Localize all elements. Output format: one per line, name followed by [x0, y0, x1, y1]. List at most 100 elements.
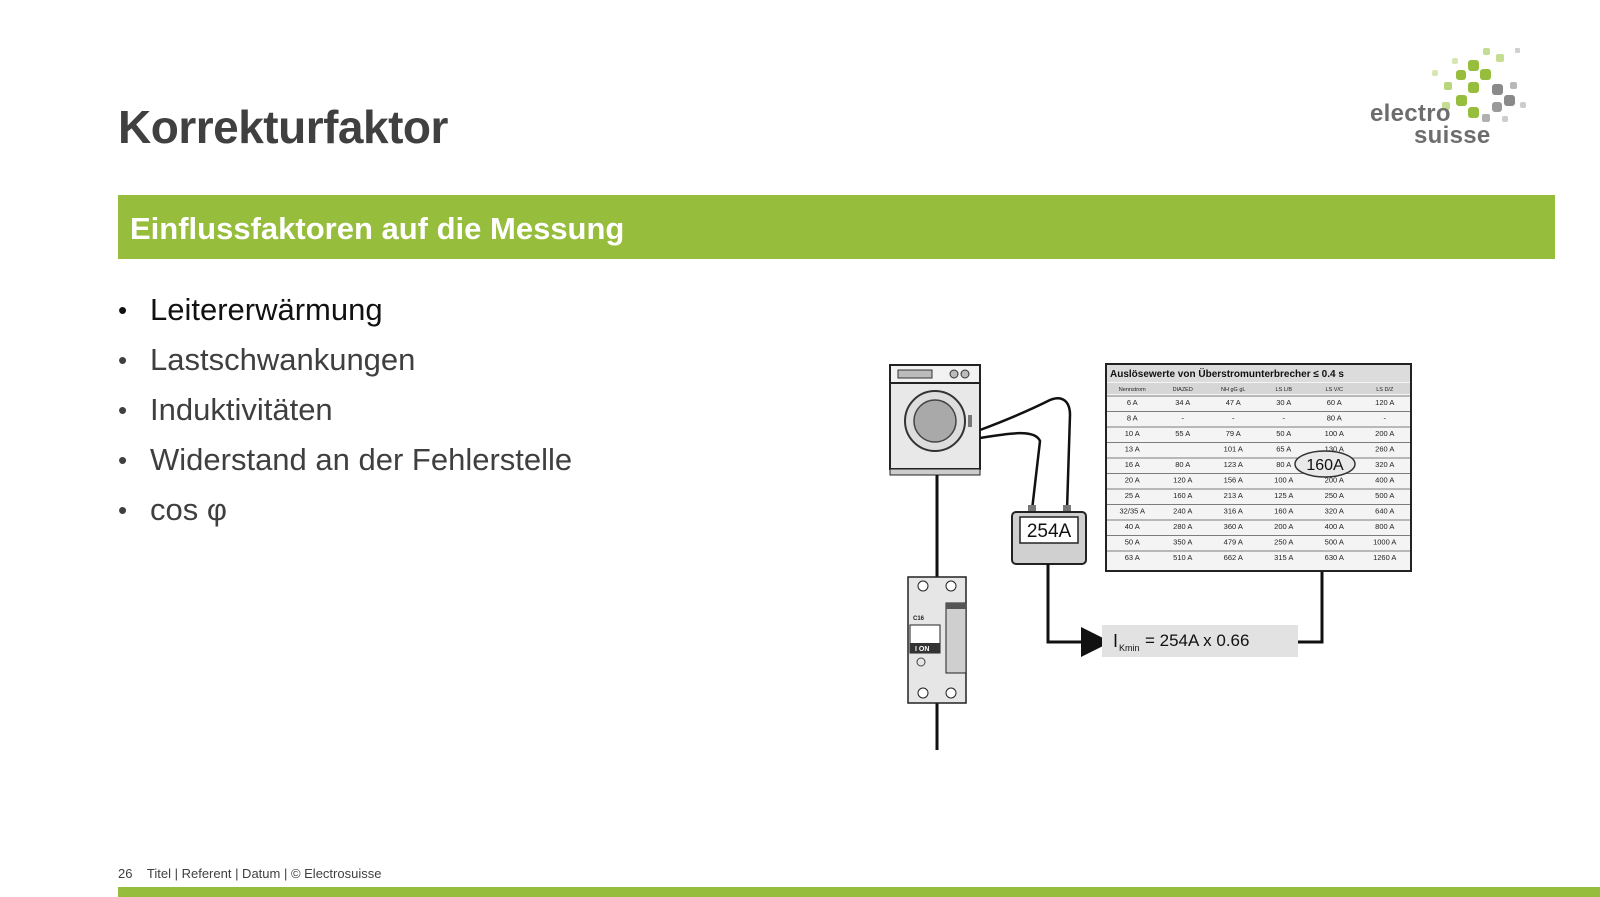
table-cell: 213 A: [1224, 491, 1243, 500]
bullet-item: •Leitererwärmung: [118, 290, 572, 340]
bullet-item: •Induktivitäten: [118, 390, 572, 440]
table-cell: 40 A: [1125, 522, 1140, 531]
table-cell: 101 A: [1224, 445, 1243, 454]
table-cell: 10 A: [1125, 429, 1140, 438]
table-cell: 510 A: [1173, 553, 1192, 562]
table-cell: 315 A: [1274, 553, 1293, 562]
table-cell: 6 A: [1127, 398, 1138, 407]
table-cell: 360 A: [1224, 522, 1243, 531]
table-cell: 130 A: [1325, 445, 1344, 454]
formula-symbol: I: [1113, 631, 1118, 651]
breaker-rating: C16: [913, 616, 925, 622]
table-cell: 260 A: [1375, 445, 1394, 454]
washing-machine-icon: [889, 364, 981, 476]
table-cell: 60 A: [1327, 398, 1342, 407]
table-cell: 47 A: [1226, 398, 1241, 407]
table-cell: 250 A: [1274, 538, 1293, 547]
bullet-item: •cos φ: [118, 490, 572, 540]
footer-text: 26 Titel | Referent | Datum | © Electros…: [118, 866, 381, 881]
table-cell: 34 A: [1175, 398, 1190, 407]
circuit-breaker-icon: C16 I ON: [907, 576, 967, 704]
table-cell: 400 A: [1375, 476, 1394, 485]
table-cell: 400 A: [1325, 522, 1344, 531]
table-cell: 125 A: [1274, 491, 1293, 500]
table-header-cell: DIAZED: [1173, 387, 1193, 393]
table-cell: 630 A: [1325, 553, 1344, 562]
table-cell: 100 A: [1325, 429, 1344, 438]
table-cell: 500 A: [1375, 491, 1394, 500]
formula-box: I Kmin = 254A x 0.66: [1102, 625, 1298, 657]
table-cell: 16 A: [1125, 460, 1140, 469]
table-cell: 640 A: [1375, 507, 1394, 516]
table-cell: -: [1232, 414, 1235, 423]
table-header-cell: LS L/B: [1275, 387, 1292, 393]
table-cell: 55 A: [1175, 429, 1190, 438]
table-cell: 240 A: [1173, 507, 1192, 516]
table-cell: 320 A: [1325, 507, 1344, 516]
page-number: 26: [118, 866, 133, 881]
meter-lead-red: [979, 397, 1072, 511]
meter-lead-black: [979, 431, 1042, 511]
table-cell: 1260 A: [1373, 553, 1396, 562]
table-cell: 8 A: [1127, 414, 1138, 423]
table-cell: 32/35 A: [1120, 507, 1145, 516]
table-cell: 1000 A: [1373, 538, 1396, 547]
formula-subscript: Kmin: [1119, 643, 1140, 653]
table-cell: -: [1283, 414, 1286, 423]
logo-word-suisse: suisse: [1414, 122, 1491, 149]
table-header-cell: LS D/Z: [1376, 387, 1394, 393]
table-cell: 63 A: [1125, 553, 1140, 562]
table-header-band: [1107, 383, 1410, 394]
highlight-callout: 160A: [1294, 450, 1356, 478]
table-header-cell: Nennstrom: [1119, 387, 1146, 393]
table-cell: -: [1384, 414, 1387, 423]
table-cell: 20 A: [1125, 476, 1140, 485]
table-cell: 120 A: [1375, 398, 1394, 407]
table-cell: 123 A: [1224, 460, 1243, 469]
bullet-item: •Widerstand an der Fehlerstelle: [118, 440, 572, 490]
breaker-switch-label: I ON: [915, 646, 929, 653]
table-cell: 200 A: [1274, 522, 1293, 531]
table-cell: 25 A: [1125, 491, 1140, 500]
footer-bar: [118, 887, 1600, 897]
subtitle-bar: Einflussfaktoren auf die Messung: [118, 195, 1555, 259]
table-cell: 50 A: [1125, 538, 1140, 547]
footer-caption: Titel | Referent | Datum | © Electrosuis…: [146, 866, 382, 881]
table-cell: 30 A: [1276, 398, 1291, 407]
table-cell: 50 A: [1276, 429, 1291, 438]
table-cell: 200 A: [1375, 429, 1394, 438]
table-cell: 500 A: [1325, 538, 1344, 547]
bullet-dot-icon: •: [118, 495, 128, 525]
meter-device-icon: 254A: [1011, 505, 1087, 565]
bullet-dot-icon: •: [118, 295, 128, 325]
table-cell: 80 A: [1175, 460, 1190, 469]
table-cell: -: [1182, 414, 1185, 423]
table-cell: 80 A: [1327, 414, 1342, 423]
table-cell: 662 A: [1224, 553, 1243, 562]
meter-reading: 254A: [1027, 521, 1072, 542]
bullet-dot-icon: •: [118, 445, 128, 475]
table-cell: 320 A: [1375, 460, 1394, 469]
table-header-cell: NH gG gL: [1221, 387, 1245, 393]
highlight-value: 160A: [1306, 457, 1344, 474]
table-cell: 65 A: [1276, 445, 1291, 454]
formula-rhs: = 254A x 0.66: [1145, 631, 1249, 650]
table-cell: 316 A: [1224, 507, 1243, 516]
bullet-item: •Lastschwankungen: [118, 340, 572, 390]
slide-title: Korrekturfaktor: [118, 101, 448, 153]
electrosuisse-logo: electro suisse: [1370, 40, 1570, 155]
table-cell: 200 A: [1325, 476, 1344, 485]
table-cell: 79 A: [1226, 429, 1241, 438]
table-cell: 160 A: [1173, 491, 1192, 500]
measurement-diagram: C16 I ON 254A I Kmin = 254A x 0.66 Auslö…: [889, 363, 1412, 750]
bullet-dot-icon: •: [118, 345, 128, 375]
table-cell: 250 A: [1325, 491, 1344, 500]
table-cell: 350 A: [1173, 538, 1192, 547]
bullet-dot-icon: •: [118, 395, 128, 425]
subtitle-text: Einflussfaktoren auf die Messung: [130, 211, 625, 246]
table-cell: 800 A: [1375, 522, 1394, 531]
table-cell: 100 A: [1274, 476, 1293, 485]
logo-dots-icon: [1432, 48, 1526, 122]
trip-value-table: Auslösewerte von Überstromunterbrecher ≤…: [1105, 363, 1412, 572]
table-cell: 13 A: [1125, 445, 1140, 454]
